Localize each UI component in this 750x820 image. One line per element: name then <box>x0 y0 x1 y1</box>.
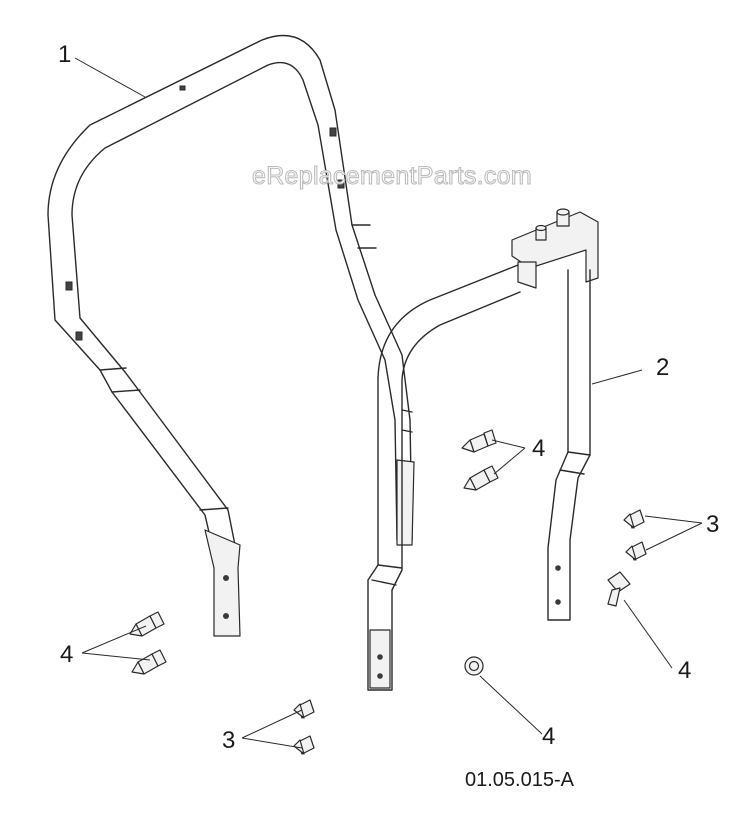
callout-1: 1 <box>58 41 71 68</box>
flange-bolt-right <box>607 571 631 607</box>
hex-bolt-bottom-b <box>293 735 315 755</box>
hex-bolt-right-b <box>625 541 647 561</box>
callout-2: 2 <box>656 354 669 381</box>
lower-handle-part-2 <box>367 208 599 691</box>
watermark: eReplacementParts.com <box>252 162 532 190</box>
upper-handle-part-1 <box>47 34 415 637</box>
callout-4-bottom: 4 <box>542 723 555 750</box>
callout-4-left: 4 <box>60 641 73 668</box>
bolt-lower-left-a <box>129 611 165 637</box>
bolt-upper-center-b <box>463 465 499 491</box>
bolt-lower-left-b <box>131 649 167 675</box>
callout-4-right: 4 <box>678 657 691 684</box>
hex-bolt-bottom-a <box>293 699 315 719</box>
flange-nut-bottom <box>464 656 484 676</box>
hex-bolt-right-a <box>623 509 645 529</box>
callout-3-bottom: 3 <box>222 727 235 754</box>
bolt-upper-center-a <box>461 429 497 453</box>
callout-4-center: 4 <box>532 435 545 462</box>
callout-3-right: 3 <box>706 511 719 538</box>
leader-lines <box>74 57 703 749</box>
drawing-code: 01.05.015-A <box>465 769 575 791</box>
